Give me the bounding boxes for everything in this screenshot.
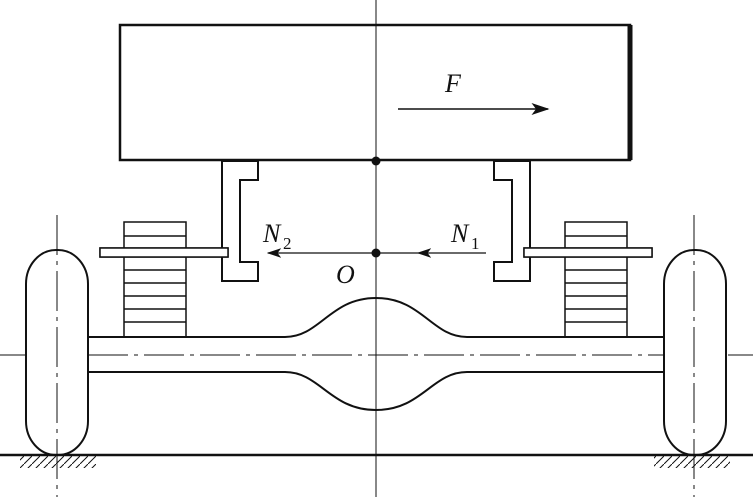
n2-subscript: 2 [283, 234, 292, 253]
n1-label: N [450, 219, 470, 248]
n1-subscript: 1 [471, 234, 480, 253]
left-ground-hatch [20, 456, 96, 468]
right-bracket [493, 160, 531, 282]
left-bracket [221, 160, 259, 282]
right-spring-rod-overlay [523, 247, 653, 258]
right-wheel [663, 249, 727, 456]
left-leaf-spring [123, 221, 187, 338]
right-leaf-spring [564, 221, 628, 338]
n2-label: N [262, 219, 282, 248]
right-ground-hatch [654, 456, 730, 468]
force-label: F [444, 69, 462, 98]
left-spring-rod-overlay [99, 247, 229, 258]
origin-point [371, 248, 381, 258]
body-center-point [371, 156, 381, 166]
origin-label: O [336, 260, 355, 289]
vehicle-body [118, 23, 632, 162]
